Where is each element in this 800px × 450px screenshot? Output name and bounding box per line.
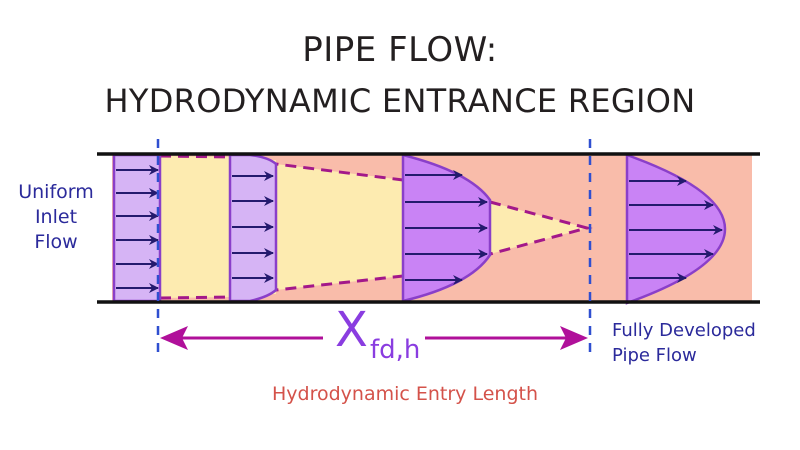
- entry-length-subscript: fd,h: [370, 335, 421, 365]
- developing-velocity-profile-2: [401, 153, 492, 303]
- diagram-title-line-2: HYDRODYNAMIC ENTRANCE REGION: [104, 82, 696, 120]
- fully-developed-label: Fully Developed Pipe Flow: [612, 318, 756, 368]
- inlet-label-line-2: Inlet: [34, 206, 78, 228]
- fully-developed-label-line-1: Fully Developed: [612, 320, 756, 341]
- inlet-label-line-3: Flow: [34, 231, 78, 253]
- entry-length-arrow: [160, 326, 588, 350]
- inviscid-core-region: [160, 156, 587, 298]
- entry-length-symbol: X: [335, 302, 368, 358]
- fully-developed-velocity-profile: [625, 153, 727, 305]
- inlet-velocity-profile: [112, 153, 162, 303]
- fully-developed-label-line-2: Pipe Flow: [612, 345, 697, 366]
- diagram-title-line-1: PIPE FLOW:: [302, 30, 498, 70]
- inlet-flow-label: Uniform Inlet Flow: [0, 180, 112, 255]
- inlet-label-line-1: Uniform: [18, 181, 94, 203]
- entry-length-caption: Hydrodynamic Entry Length: [272, 383, 538, 405]
- developing-velocity-profile-1: [228, 153, 278, 303]
